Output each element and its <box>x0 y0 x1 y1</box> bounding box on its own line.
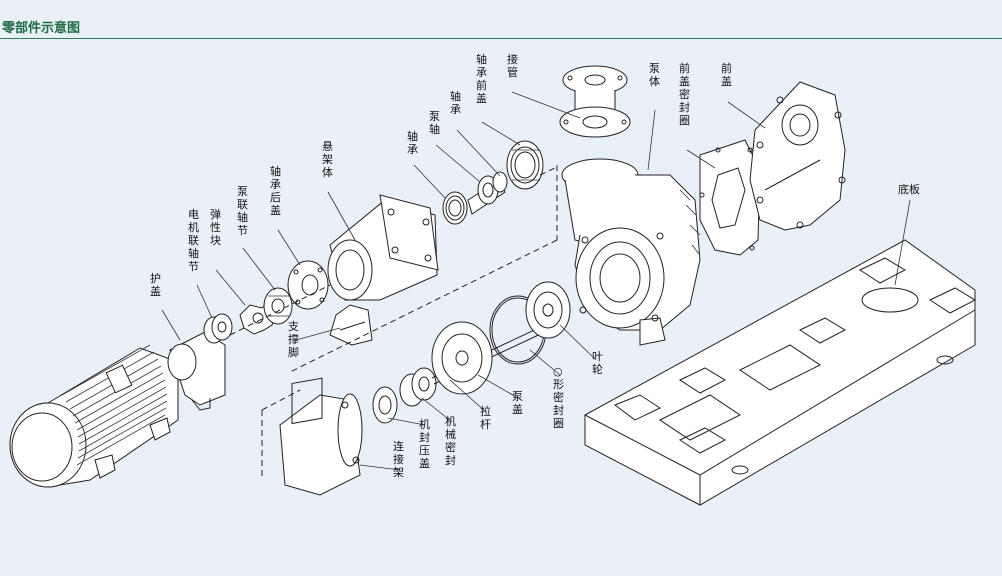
label-hu-gai: 护盖 <box>150 271 161 298</box>
label-jie-guan: 接管 <box>507 53 518 79</box>
bearing-rear <box>442 191 468 225</box>
bearing-housing <box>327 194 439 346</box>
label-lianjie-jia: 连接架 <box>393 440 404 479</box>
bearing-rear-cover <box>287 260 329 310</box>
label-zhoucheng-2: 轴承 <box>450 89 461 116</box>
label-zhou-cheng: 轴承 <box>407 129 418 156</box>
pump-body <box>561 158 701 346</box>
diagram-svg: 护盖 电机联轴节 弹性块 泵联轴节 轴承后盖 悬架体 支撑脚 轴承 泵轴 轴承 … <box>9 52 977 506</box>
nozzle <box>559 65 631 138</box>
label-beng-zhou: 泵轴 <box>429 110 440 136</box>
motor <box>9 344 179 488</box>
label-di-ban: 底板 <box>898 182 920 196</box>
label-qian-gai: 前盖 <box>721 61 732 88</box>
label-xuanjia-ti: 悬架体 <box>322 140 333 179</box>
label-qiangai-mifengquan: 前盖密封圈 <box>679 61 690 127</box>
base-plate <box>584 239 977 506</box>
motor-coupling <box>203 313 233 344</box>
pump-shaft <box>467 171 508 215</box>
label-o-xing-mifengquan: ○形密封圈 <box>553 365 564 430</box>
page-title: 零部件示意图 <box>2 21 81 36</box>
front-cover <box>749 81 846 231</box>
connecting-frame <box>279 377 363 496</box>
label-beng-ti: 泵体 <box>649 62 660 88</box>
header-bar: 零部件示意图 <box>0 0 1002 39</box>
bearing-front-cover <box>506 140 544 190</box>
center-lines <box>229 165 558 480</box>
label-ye-lun: 叶轮 <box>592 350 603 376</box>
leader-lines <box>161 91 911 471</box>
pump-cover <box>431 321 493 395</box>
mechanical-seal <box>399 367 437 407</box>
label-beng-gai: 泵盖 <box>512 390 523 416</box>
seal-gland <box>372 386 398 424</box>
impeller <box>525 281 571 339</box>
label-zhoucheng-hougai: 轴承后盖 <box>270 164 281 217</box>
exploded-pump-diagram: 护盖 电机联轴节 弹性块 泵联轴节 轴承后盖 悬架体 支撑脚 轴承 泵轴 轴承 … <box>0 39 1002 572</box>
labels: 护盖 电机联轴节 弹性块 泵联轴节 轴承后盖 悬架体 支撑脚 轴承 泵轴 轴承 … <box>150 52 920 479</box>
label-tanxing-kuai: 弹性块 <box>210 207 221 247</box>
front-cover-gasket <box>699 139 761 256</box>
label-zhi-cheng-jiao: 支撑脚 <box>288 320 299 359</box>
label-zhoucheng-qiangai: 轴承前盖 <box>476 52 487 105</box>
label-benglian-zhoujie: 泵联轴节 <box>237 185 248 237</box>
label-jixie-mifeng: 机械密封 <box>445 414 456 467</box>
guard <box>167 331 226 411</box>
label-dianji-lianzhoujie: 电机联轴节 <box>188 208 199 273</box>
label-jifeng-yagai: 机封压盖 <box>419 417 430 470</box>
label-la-gan: 拉杆 <box>480 404 491 431</box>
